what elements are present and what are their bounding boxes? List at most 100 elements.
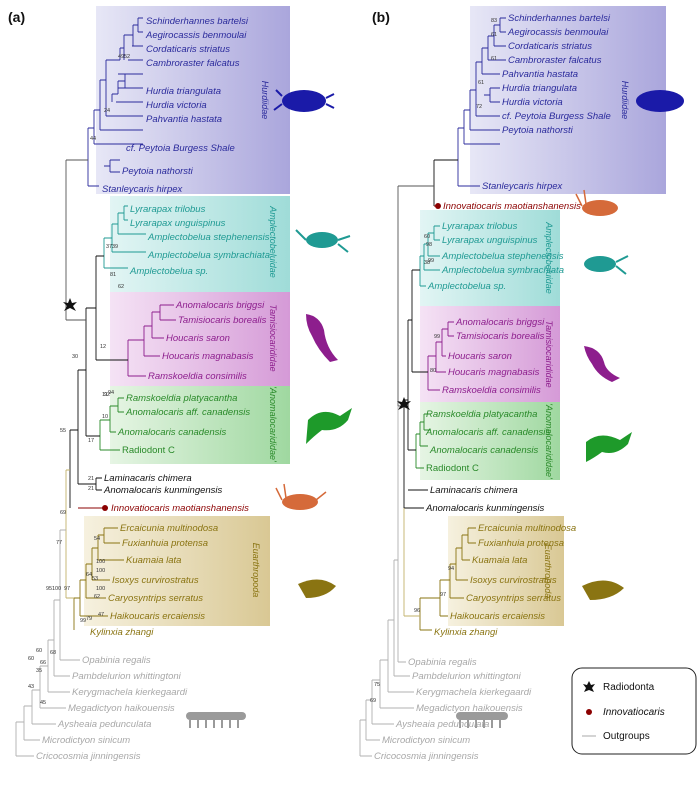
support-a-7: 68 [50, 650, 56, 656]
support-a-34: 77 [56, 540, 62, 546]
taxon-a-megadictyon-haikouensis: Megadictyon haikouensis [68, 703, 175, 714]
clade-label-hurdiidae-a: Hurdiidae [260, 81, 270, 120]
support-b-10: 38 [424, 260, 430, 266]
taxon-a-ramskoeldia-platyacantha: Ramskoeldia platyacantha [126, 393, 237, 404]
support-a-10: 35 [36, 668, 42, 674]
taxon-b-haikoucaris-ercaiensis: Haikoucaris ercaiensis [450, 611, 545, 622]
taxon-a-haikoucaris-ercaiensis: Haikoucaris ercaiensis [110, 611, 205, 622]
taxon-b-lyrarapax-unguispinus: Lyrarapax unguispinus [442, 235, 538, 246]
support-b-14: 75 [374, 682, 380, 688]
taxon-a-ercaicunia-multinodosa: Ercaicunia multinodosa [120, 523, 218, 534]
support-a-30: 39 [112, 244, 118, 250]
panel-a-clade-boxes [84, 6, 290, 626]
support-a-8: 30 [72, 354, 78, 360]
amplectobeluidae-box-b [420, 210, 560, 306]
support-b-11: 94 [448, 566, 454, 572]
support-a-18: 53 [92, 576, 98, 582]
clade-label-amplectobeluidae-b: Amplectobeluidae [544, 221, 554, 294]
taxon-b-ercaicunia-multinodosa: Ercaicunia multinodosa [478, 523, 576, 534]
support-a-16: 44 [90, 136, 96, 142]
legend-innovatiocaris: Innovatiocaris [603, 707, 665, 718]
support-b-3: 72 [476, 104, 482, 110]
euarthropoda-box-a [84, 516, 270, 626]
support-a-17: 24 [104, 108, 110, 114]
taxon-b-amplectobelua-sp: Amplectobelua sp. [427, 281, 506, 292]
taxon-b-schinderhannes-bartelsi: Schinderhannes bartelsi [508, 13, 611, 24]
taxon-b-aegirocassis-benmoulai: Aegirocassis benmoulai [507, 27, 609, 38]
taxon-a-houcaris-saron: Houcaris saron [166, 333, 230, 344]
amplectobeluidae-box-a [110, 196, 290, 292]
euarthropod-silhouette-a-icon [298, 579, 336, 598]
support-a-19: 64 [86, 572, 92, 578]
clade-label-amplectobeluidae-a: Amplectobeluidae [268, 205, 278, 278]
legend-outgroups: Outgroups [603, 731, 650, 742]
taxon-a-cambroraster-falcatus: Cambroraster falcatus [146, 58, 240, 69]
taxon-a-hurdia-victoria: Hurdia victoria [146, 100, 207, 111]
taxon-b-kerygmachela-kierkegaardi: Kerygmachela kierkegaardi [416, 687, 532, 698]
support-a-32: 55 [60, 428, 66, 434]
taxon-a-anomalocaris-kunmingensis: Anomalocaris kunmingensis [103, 485, 223, 496]
support-a-33: 69 [60, 510, 66, 516]
support-a-24: 99 [80, 618, 86, 624]
taxon-b-hurdia-triangulata: Hurdia triangulata [502, 83, 577, 94]
taxon-b-megadictyon-haikouensis: Megadictyon haikouensis [416, 703, 523, 714]
support-b-7: 80 [430, 368, 436, 374]
clade-label-tamisiocarididae-b: Tamisiocarididae [544, 320, 554, 387]
taxon-a-pahvantia-hastata: Pahvantia hastata [146, 114, 222, 125]
taxon-b-aysheaia-pedunculata: Aysheaia pedunculata [395, 719, 489, 730]
taxon-b-cordaticaris-striatus: Cordaticaris striatus [508, 41, 592, 52]
taxon-b-ramskoeldia-consimilis: Ramskoeldia consimilis [442, 385, 541, 396]
panel-a-label: (a) [8, 9, 25, 25]
taxon-a-opabinia-regalis: Opabinia regalis [82, 655, 151, 666]
taxon-b-pahvantia-hastata: Pahvantia hastata [502, 69, 578, 80]
taxon-b-isoxys-curvirostratus: Isoxys curvirostratus [470, 575, 557, 586]
support-b-5: 98 [426, 242, 432, 248]
radiodonta-star-b [397, 397, 411, 410]
taxon-a-tamisiocaris-borealis: Tamisiocaris borealis [178, 315, 267, 326]
euarthropoda-box-b [448, 516, 564, 626]
support-b-6: 99 [428, 258, 434, 264]
taxon-a-houcaris-magnabasis: Houcaris magnabasis [162, 351, 254, 362]
support-b-2: 61 [491, 56, 497, 62]
lobopodian-silhouette-a-icon [186, 712, 246, 728]
support-a-25: 10 [102, 414, 108, 420]
taxon-a-pambdelurion-whittingtoni: Pambdelurion whittingtoni [72, 671, 182, 682]
panel-a-branches [15, 17, 176, 757]
support-b-8: 99 [434, 334, 440, 340]
taxon-a-ramskoeldia-consimilis: Ramskoeldia consimilis [148, 371, 247, 382]
taxon-a-stanleycaris-hirpex: Stanleycaris hirpex [102, 184, 184, 195]
support-a-9: 97 [64, 586, 70, 592]
support-a-11: 43 [28, 684, 34, 690]
legend: Radiodonta Innovatiocaris Outgroups [571, 667, 697, 755]
panel-b-branches [359, 17, 506, 757]
tamisiocarididae-box-a [110, 292, 290, 386]
support-a-3: 100 [52, 586, 61, 592]
panel-b-clade-boxes [420, 6, 666, 626]
taxon-a-kuamaia-lata: Kuamaia lata [126, 555, 181, 566]
taxon-b-ramskoeldia-platyacantha: Ramskoeldia platyacantha [426, 409, 537, 420]
support-a-6: 100 [96, 586, 105, 592]
support-a-31: 62 [118, 284, 124, 290]
taxon-a-microdictyon-sinicum: Microdictyon sinicum [42, 735, 130, 746]
legend-dot-icon [586, 709, 592, 715]
support-a-27: 21 [88, 476, 94, 482]
clade-label-tamisiocarididae-a: Tamisiocarididae [268, 304, 278, 371]
support-b-12: 97 [440, 592, 446, 598]
taxon-b-houcaris-magnabasis: Houcaris magnabasis [448, 367, 540, 378]
taxon-b-amplectobelua-stephenensis: Amplectobelua stephenensis [441, 251, 564, 262]
taxon-b-laminacaris-chimera: Laminacaris chimera [430, 485, 518, 496]
support-a-14: 66 [40, 660, 46, 666]
taxon-a-innovatiocaris: Innovatiocaris maotianshanensis [111, 503, 249, 514]
taxon-a-cf-peytoia-burgess-shale: cf. Peytoia Burgess Shale [126, 143, 235, 154]
taxon-a-anomalocaris-canadensis: Anomalocaris canadensis [117, 427, 227, 438]
support-a-28: 21 [88, 486, 94, 492]
clade-label-anomalocarididae-a: 'Anomalocarididae' [268, 386, 278, 462]
anomalocarididae-box-b [420, 402, 560, 480]
innovatiocaris-dot-b [435, 203, 441, 209]
legend-star-icon [583, 681, 595, 692]
taxon-a-anomalocaris-aff-canadensis: Anomalocaris aff. canadensis [125, 407, 250, 418]
clade-labels: Hurdiidae Amplectobeluidae Tamisiocaridi… [251, 81, 630, 599]
taxon-a-amplectobelua-stephenensis: Amplectobelua stephenensis [147, 232, 270, 243]
